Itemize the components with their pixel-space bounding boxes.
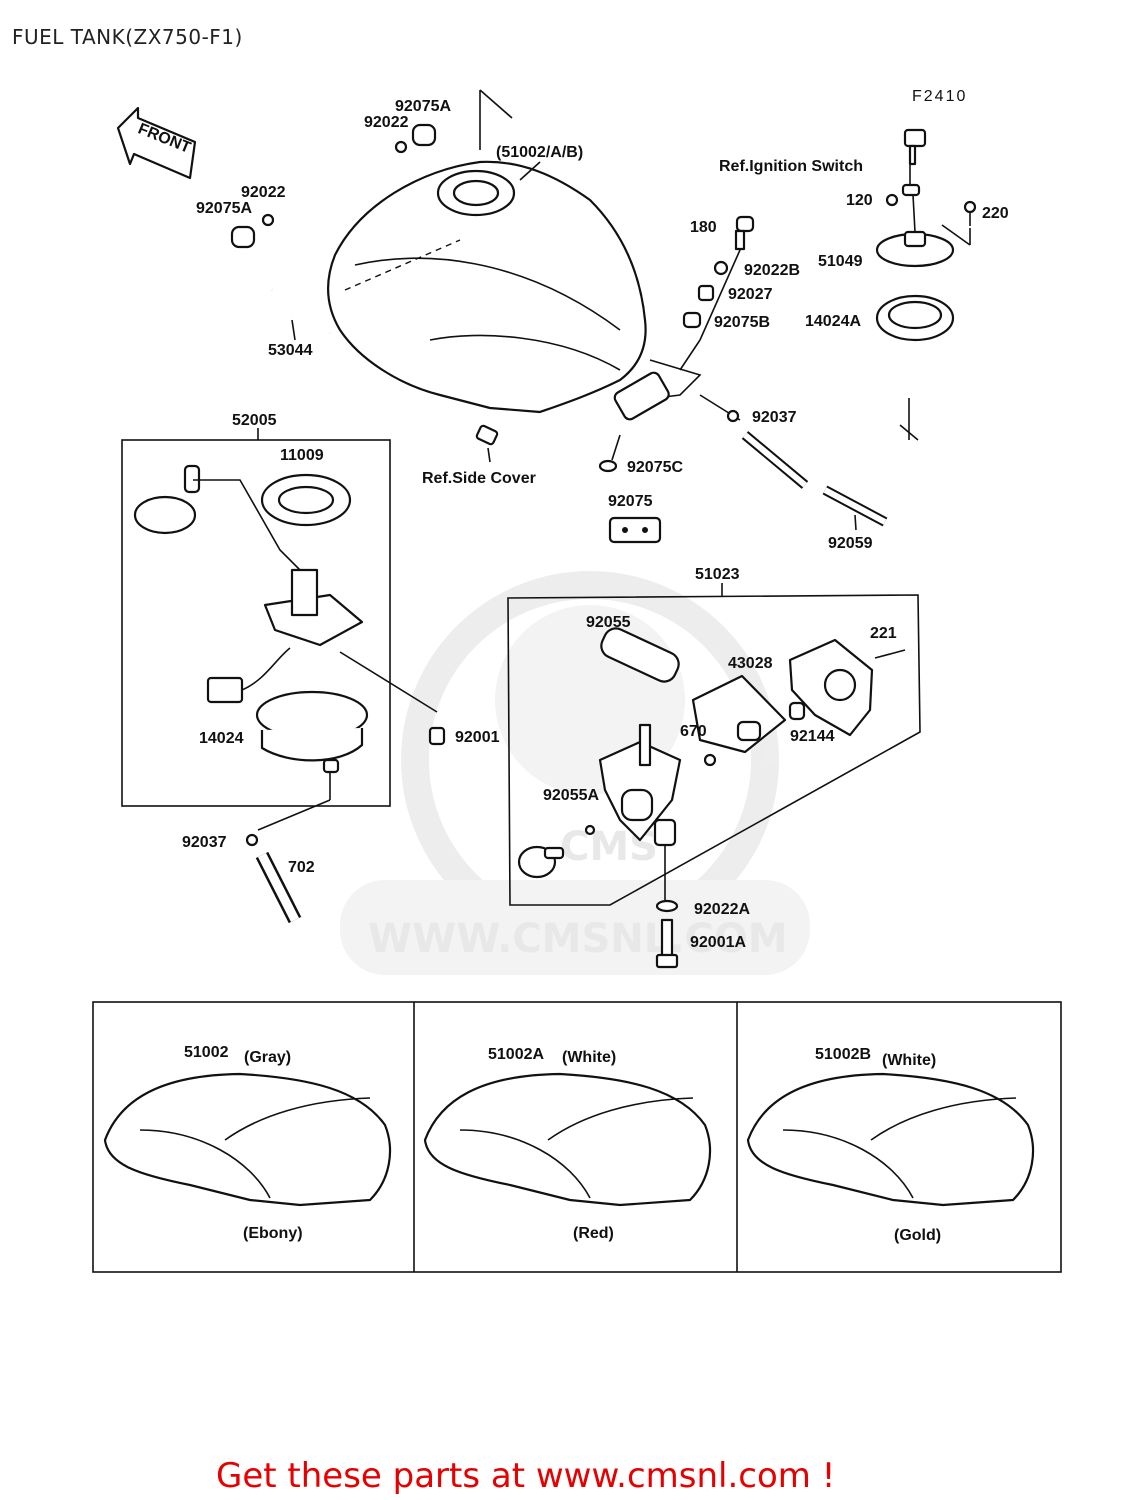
front-arrow-icon: FRONT bbox=[116, 106, 197, 180]
variant-tank-2 bbox=[423, 1072, 712, 1207]
label-702: 702 bbox=[288, 859, 315, 876]
label-51049: 51049 bbox=[818, 253, 863, 270]
bolt-92001 bbox=[428, 726, 446, 746]
label-92144: 92144 bbox=[790, 728, 835, 745]
fuel-pump-assembly-box bbox=[121, 428, 391, 807]
side-cover-pin bbox=[475, 424, 499, 446]
label-51023: 51023 bbox=[695, 566, 740, 583]
oring-670 bbox=[703, 753, 717, 767]
label-92022A: 92022A bbox=[694, 901, 750, 918]
variant-1-bottom-color: (Ebony) bbox=[243, 1225, 303, 1242]
label-ref-ignition-switch: Ref.Ignition Switch bbox=[719, 158, 863, 175]
variant-2-part: 51002A bbox=[488, 1046, 544, 1063]
label-92055: 92055 bbox=[586, 614, 631, 631]
collar-92027 bbox=[697, 284, 715, 302]
bolt-180 bbox=[734, 215, 755, 251]
variant-3-top-color: (White) bbox=[882, 1052, 936, 1069]
clamp-92037-low bbox=[245, 833, 259, 847]
label-14024: 14024 bbox=[199, 730, 244, 747]
oring-92055A bbox=[584, 824, 596, 836]
fuel-tank-part bbox=[327, 160, 702, 414]
label-14024A: 14024A bbox=[805, 313, 861, 330]
label-52005: 52005 bbox=[232, 412, 277, 429]
label-ref-side-cover: Ref.Side Cover bbox=[422, 470, 536, 487]
gasket-92055 bbox=[600, 627, 680, 683]
label-92022-top: 92022 bbox=[364, 114, 409, 131]
label-92075: 92075 bbox=[608, 493, 653, 510]
ring-14024A bbox=[875, 294, 955, 342]
variant-3-part: 51002B bbox=[815, 1046, 871, 1063]
label-92075A-left: 92075A bbox=[196, 200, 252, 217]
variant-3-bottom-color: (Gold) bbox=[894, 1227, 941, 1244]
grommet-92075C bbox=[598, 459, 618, 473]
variant-tank-1 bbox=[103, 1072, 392, 1207]
spring-92144 bbox=[788, 701, 806, 721]
footer-link[interactable]: Get these parts at www.cmsnl.com ! bbox=[216, 1456, 835, 1496]
fuel-pump-unit bbox=[133, 464, 364, 704]
label-92055A: 92055A bbox=[543, 787, 599, 804]
grommet-92075A-top bbox=[394, 123, 437, 154]
label-92001: 92001 bbox=[455, 729, 500, 746]
label-92027: 92027 bbox=[728, 286, 773, 303]
label-43028: 43028 bbox=[728, 655, 773, 672]
label-221: 221 bbox=[870, 625, 897, 642]
variant-1-part: 51002 bbox=[184, 1044, 229, 1061]
cap-51049 bbox=[875, 230, 955, 268]
color-variants-panel: 51002 (Gray) (Ebony) 51002A (White) (Red… bbox=[92, 1001, 1062, 1273]
variant-1-top-color: (Gray) bbox=[244, 1049, 291, 1066]
label-220: 220 bbox=[982, 205, 1009, 222]
screw-120 bbox=[885, 193, 899, 207]
variant-2-top-color: (White) bbox=[562, 1049, 616, 1066]
washer-92022A bbox=[655, 899, 679, 913]
label-670: 670 bbox=[680, 723, 707, 740]
variant-tank-3 bbox=[746, 1072, 1035, 1207]
hose-53044 bbox=[270, 288, 332, 335]
label-180: 180 bbox=[690, 219, 717, 236]
page-title: FUEL TANK(ZX750-F1) bbox=[12, 25, 243, 49]
label-92022B: 92022B bbox=[744, 262, 800, 279]
label-92075A-top: 92075A bbox=[395, 98, 451, 115]
label-92059: 92059 bbox=[828, 535, 873, 552]
grommet-92075B bbox=[682, 311, 702, 329]
fuel-valve-body bbox=[598, 723, 682, 847]
label-92075C: 92075C bbox=[627, 459, 683, 476]
label-92001A: 92001A bbox=[690, 934, 746, 951]
key-icon bbox=[903, 128, 927, 166]
gasket-11009 bbox=[260, 473, 352, 527]
variant-2-bottom-color: (Red) bbox=[573, 1225, 614, 1242]
damper-92075 bbox=[608, 516, 662, 544]
label-120: 120 bbox=[846, 192, 873, 209]
label-53044: 53044 bbox=[268, 342, 313, 359]
watermark-url: WWW.CMSNL.COM bbox=[368, 916, 788, 962]
label-92022-left: 92022 bbox=[241, 184, 286, 201]
lever-knob bbox=[517, 845, 565, 879]
fuel-valve-assembly-box bbox=[507, 583, 921, 906]
figure-code: F2410 bbox=[912, 88, 967, 105]
grommet-92075A-left bbox=[230, 213, 275, 249]
label-92037-low: 92037 bbox=[182, 834, 227, 851]
screw-220 bbox=[963, 200, 977, 214]
washer-92022B bbox=[713, 260, 729, 276]
label-92075B: 92075B bbox=[714, 314, 770, 331]
cover-221 bbox=[788, 638, 906, 737]
label-51002AB: (51002/A/B) bbox=[496, 144, 583, 161]
bracket-14024 bbox=[255, 690, 369, 762]
label-11009: 11009 bbox=[280, 447, 324, 464]
bracket bbox=[613, 371, 670, 421]
clamp-92037-mid bbox=[726, 409, 740, 423]
diaphragm-43028 bbox=[691, 674, 787, 754]
label-92037-mid: 92037 bbox=[752, 409, 797, 426]
